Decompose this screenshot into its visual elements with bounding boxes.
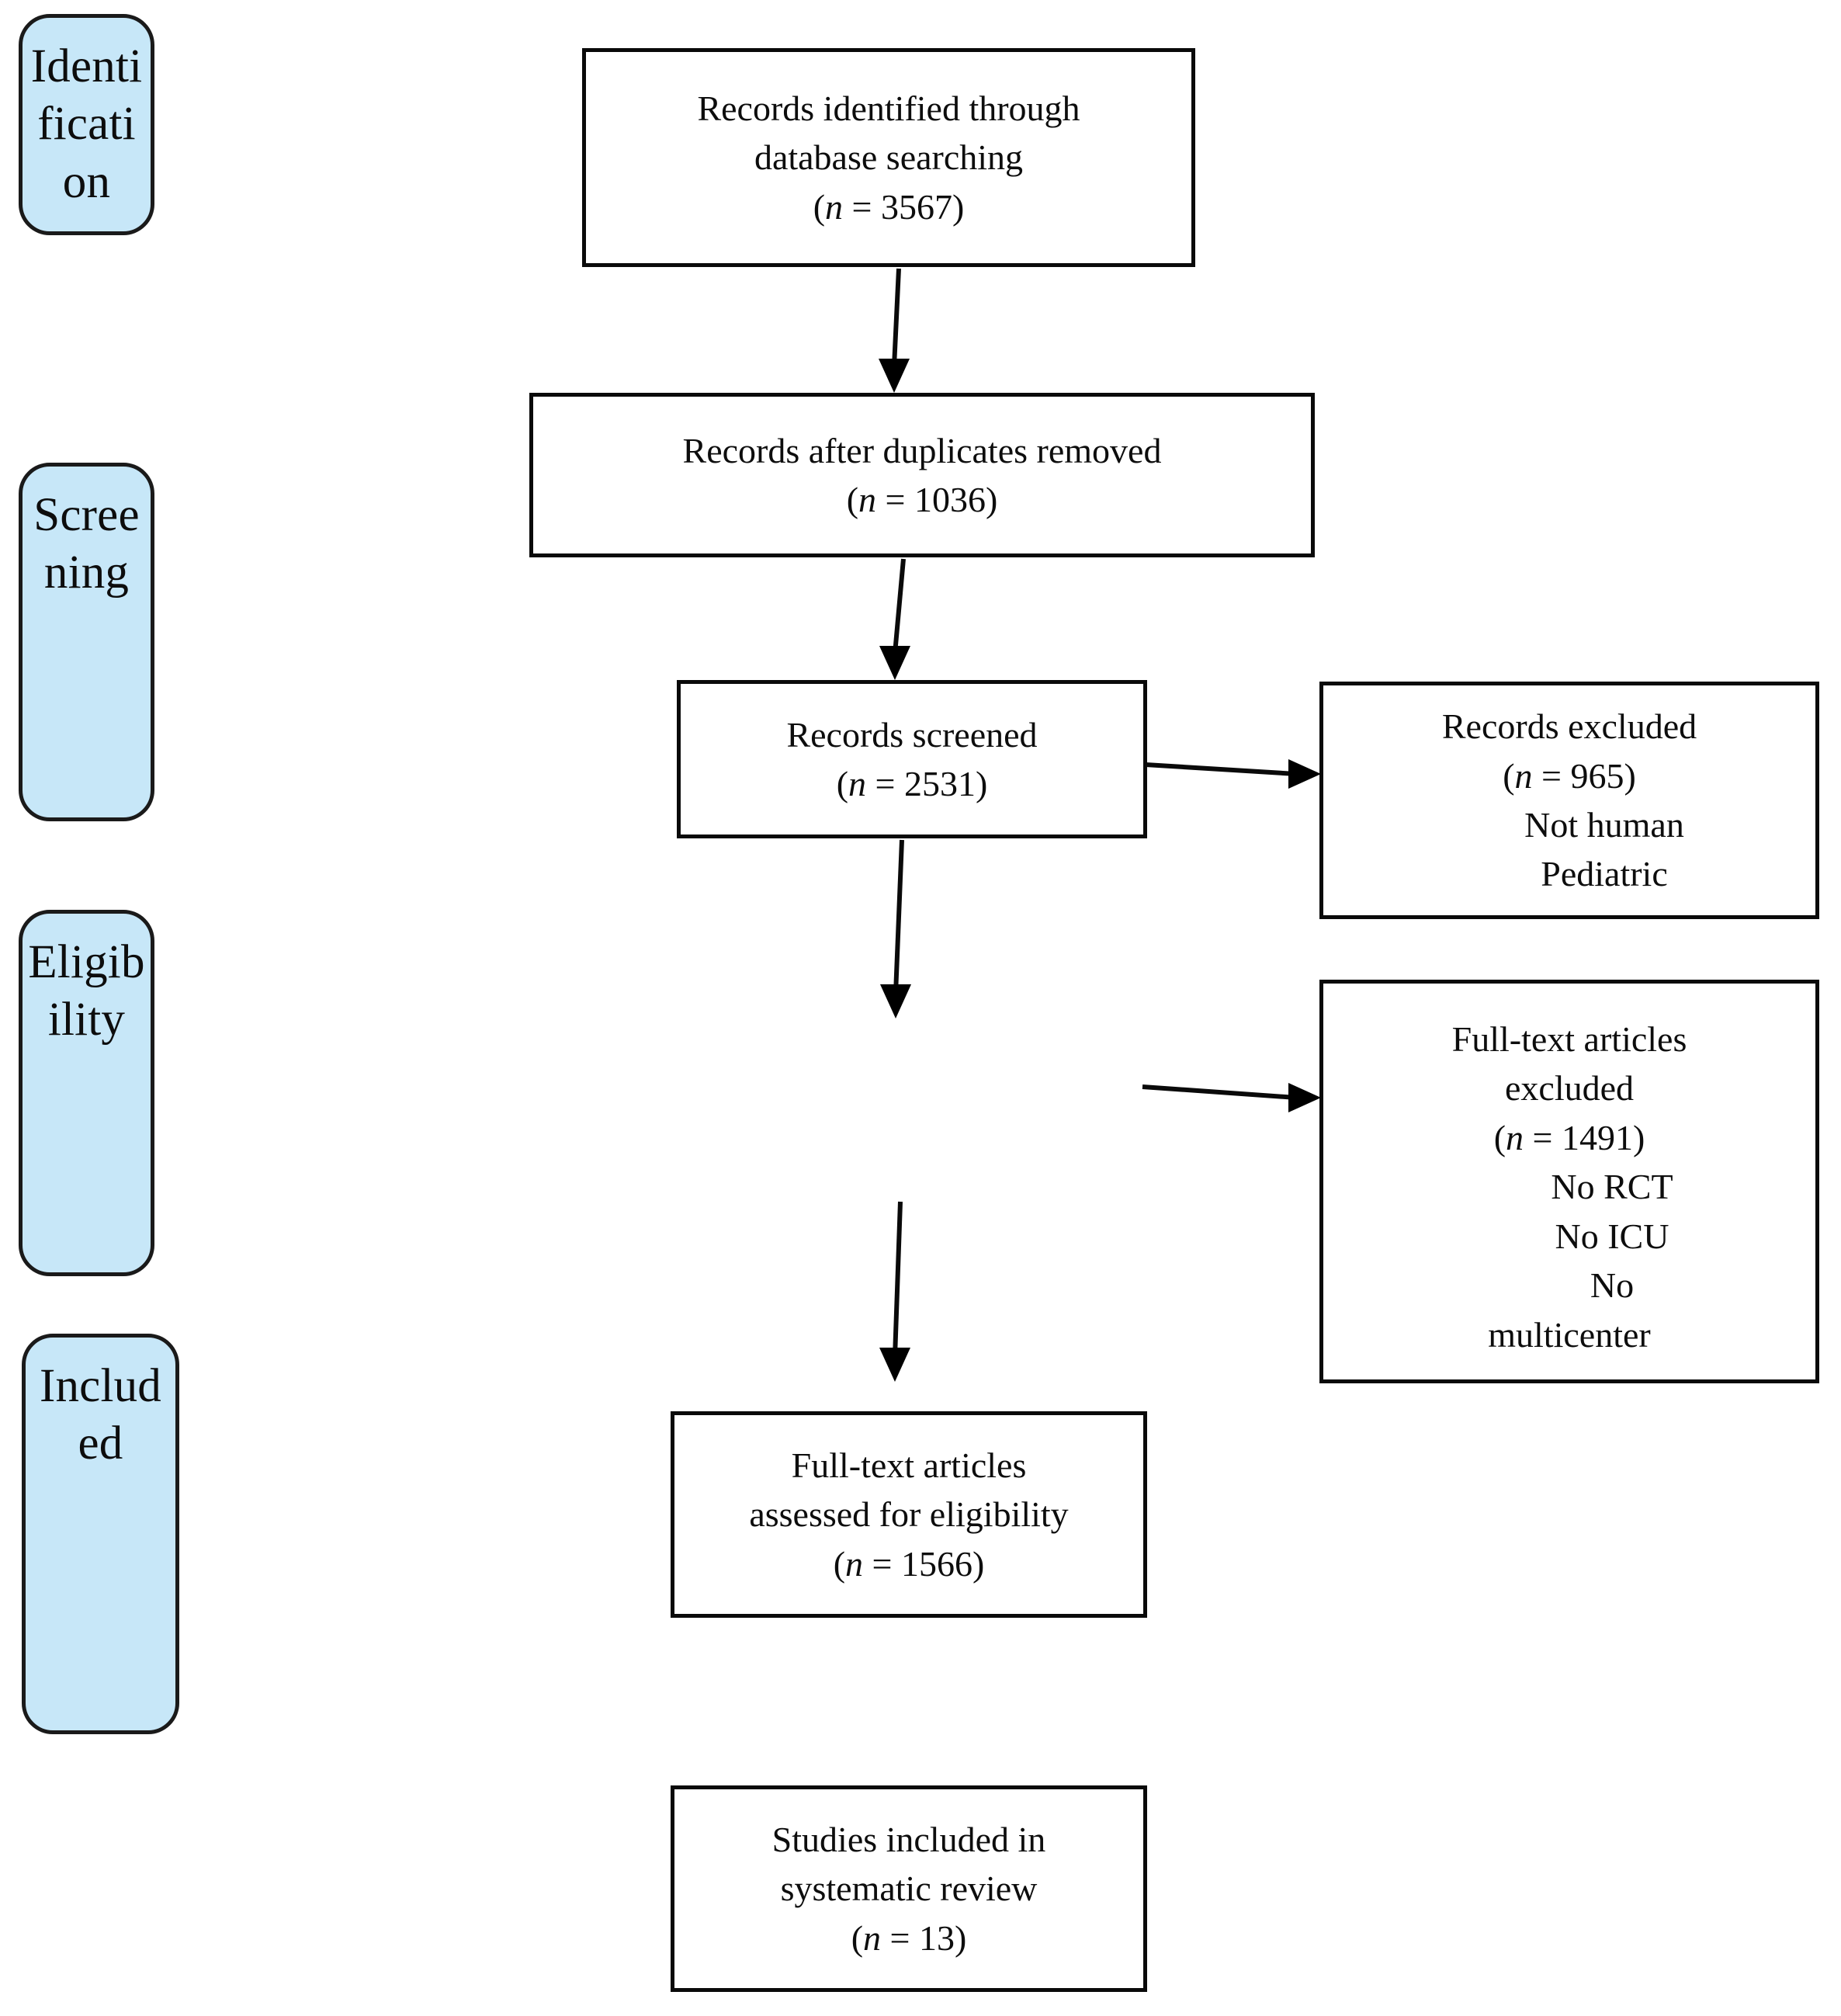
stage-identification-label: Identification (30, 40, 143, 208)
box-duplicates-removed-count: (n = 1036) (846, 480, 998, 519)
box-fulltext-excluded-count: (n = 1491) (1493, 1117, 1645, 1157)
box-fulltext-excluded-line2: excluded (1504, 1068, 1635, 1109)
box-studies-included: Studies included in systematic review (n… (671, 1785, 1147, 1992)
box-records-identified: Records identified through database sear… (582, 48, 1195, 267)
stage-identification: Identification (19, 14, 154, 235)
box-fulltext-excluded-reason-3a: No (1590, 1265, 1635, 1306)
box-fulltext-assessed-line1: Full-text articles (791, 1445, 1027, 1485)
box-studies-included-count: (n = 13) (851, 1917, 967, 1958)
box-fulltext-excluded-reason-3b: multicenter (1488, 1314, 1651, 1355)
stage-screening: Screening (19, 463, 154, 821)
box-fulltext-excluded: Full-text articles excluded (n = 1491) N… (1319, 980, 1819, 1383)
stage-included-label: Included (39, 1360, 162, 1470)
box-fulltext-assessed-line2: assessed for eligibility (749, 1494, 1069, 1535)
box-fulltext-excluded-line1: Full-text articles (1451, 1019, 1687, 1059)
box-studies-included-line2: systematic review (780, 1869, 1038, 1909)
stage-eligibility: Eligibility (19, 910, 154, 1276)
arrow-screened-to-fulltext-assessed (879, 839, 911, 1382)
stage-eligibility-label: Eligibility (28, 936, 145, 1046)
box-records-excluded-count: (n = 965) (1503, 755, 1636, 796)
stage-screening-label: Screening (33, 489, 140, 599)
box-fulltext-excluded-reason-2: No ICU (1555, 1216, 1669, 1256)
box-records-identified-line1: Records identified through (697, 88, 1080, 128)
box-records-excluded-reason-2: Pediatric (1541, 854, 1668, 894)
box-duplicates-removed: Records after duplicates removed (n = 10… (529, 393, 1315, 557)
arrow-screened-to-records-excluded (1145, 759, 1321, 789)
box-records-identified-line2: database searching (754, 137, 1024, 178)
arrow-identified-to-duplicates (879, 268, 910, 393)
box-records-excluded-line1: Records excluded (1441, 706, 1697, 747)
box-records-excluded: Records excluded (n = 965) Not human Ped… (1319, 682, 1819, 919)
box-records-identified-count: (n = 3567) (813, 186, 965, 227)
box-fulltext-assessed-count: (n = 1566) (833, 1543, 985, 1584)
box-studies-included-line1: Studies included in (771, 1819, 1046, 1859)
box-records-screened-count: (n = 2531) (836, 764, 988, 803)
arrow-duplicates-to-screened (879, 558, 910, 680)
stage-included: Included (22, 1334, 179, 1734)
box-records-screened-line1: Records screened (786, 714, 1038, 755)
box-fulltext-excluded-reason-1: No RCT (1551, 1167, 1673, 1207)
box-fulltext-assessed: Full-text articles assessed for eligibil… (671, 1411, 1147, 1618)
box-records-excluded-reason-1: Not human (1524, 805, 1684, 845)
box-duplicates-removed-line1: Records after duplicates removed (682, 430, 1162, 470)
arrow-to-fulltext-excluded (1142, 1083, 1321, 1112)
box-records-screened: Records screened (n = 2531) (677, 680, 1147, 838)
